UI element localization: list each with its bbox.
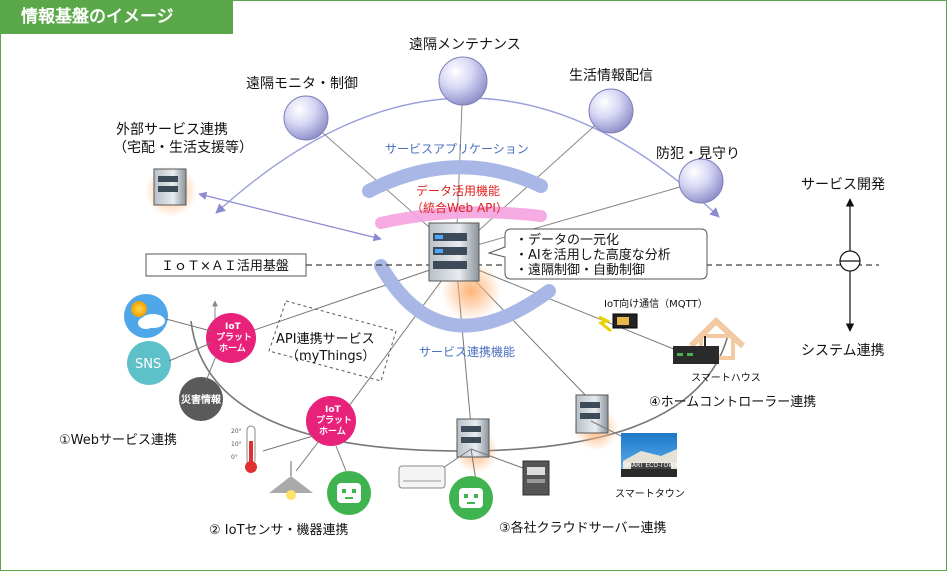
platform-label: ＩｏＴ×ＡＩ活用基盤 [161,259,289,274]
power-meter-icon [522,460,550,496]
disaster-icon [179,377,223,421]
feature-item: ・AIを活用した高度な分析 [515,247,671,263]
service-external-line2: （宅配・生活支援等） [113,139,253,156]
smart-town-label: スマートタウン [615,488,685,500]
data-func-line2: （統合Web API） [411,200,508,215]
orb-life-info [588,88,634,134]
service-external-line1: 外部サービス連携 [116,122,228,138]
iot-lines [165,318,347,472]
features-callout [487,228,708,280]
api-service-line2: （myThings） [286,349,375,364]
iot-sensor-label: ② IoTセンサ・機器連携 [209,522,349,538]
lamp-icon [269,461,313,500]
platform-label-box [145,253,307,277]
blue-arc-lower [374,259,556,333]
disaster-label: 災害情報 [180,393,222,406]
iot-platform-1-l3: ホーム [219,343,246,354]
sns-icon [127,341,171,385]
iot-comm-label: IoT向け通信（MQTT） [604,297,708,310]
iot-platform-1-l2: プラット [216,331,252,343]
smart-house-label: スマートハウス [691,372,761,384]
api-service-line1: API連携サービス [276,331,375,347]
thermo-tick: 20° [231,428,242,435]
robot-icon-2 [327,471,371,515]
iot-platform-1-icon [206,313,256,363]
orb-remote-monitor [283,95,329,141]
hub-server-icon [428,222,480,282]
orb-remote-maintenance [438,56,488,106]
smart-house-icon [673,316,746,364]
thermo-tick: 10° [231,441,242,448]
thermometer-icon [245,425,257,473]
service-link-func: サービス連携機能 [419,344,515,359]
web-service-label: ①Webサービス連携 [59,432,177,448]
orb-security [678,158,724,204]
iot-platform-2-icon [306,396,356,446]
pink-arc [375,206,547,229]
iot-platform-1-l1: IoT [225,322,242,332]
feature-item: ・遠隔制御・自動制御 [515,263,645,278]
weather-icon [124,294,168,338]
external-link-arrow [198,191,382,242]
sns-label: SNS [135,357,161,372]
service-dev-label: サービス開発 [801,177,885,193]
service-remote-monitor: 遠隔モニタ・制御 [246,76,358,92]
iot-platform-2-l3: ホーム [319,426,346,437]
home-ctrl-label: ④ホームコントローラー連携 [649,394,816,410]
page-title: 情報基盤のイメージ [1,1,233,34]
data-func-line1: データ活用機能 [416,183,500,198]
external-server-icon [153,168,187,206]
air-conditioner-icon [398,465,446,489]
thermo-tick: 0° [231,454,238,461]
service-life-info: 生活情報配信 [569,68,653,84]
iot-platform-2-l1: IoT [325,405,342,415]
service-security: 防犯・見守り [656,146,740,162]
system-link-label: システム連携 [801,343,885,359]
smart-town-sign: SMART ECO-TOWNS [623,462,683,469]
feature-item: ・データの一元化 [515,232,619,248]
cloud-server-icon [456,418,490,458]
smart-town-photo [621,433,677,477]
service-remote-maintenance: 遠隔メンテナンス [409,37,521,53]
cloud-server-label: ③各社クラウドサーバー連携 [499,520,667,536]
service-app-label: サービスアプリケーション [385,142,529,156]
iot-platform-2-l2: プラット [316,414,352,426]
robot-icon [449,476,493,520]
blue-arc-upper [362,160,548,198]
mqtt-device-icon [597,313,638,333]
